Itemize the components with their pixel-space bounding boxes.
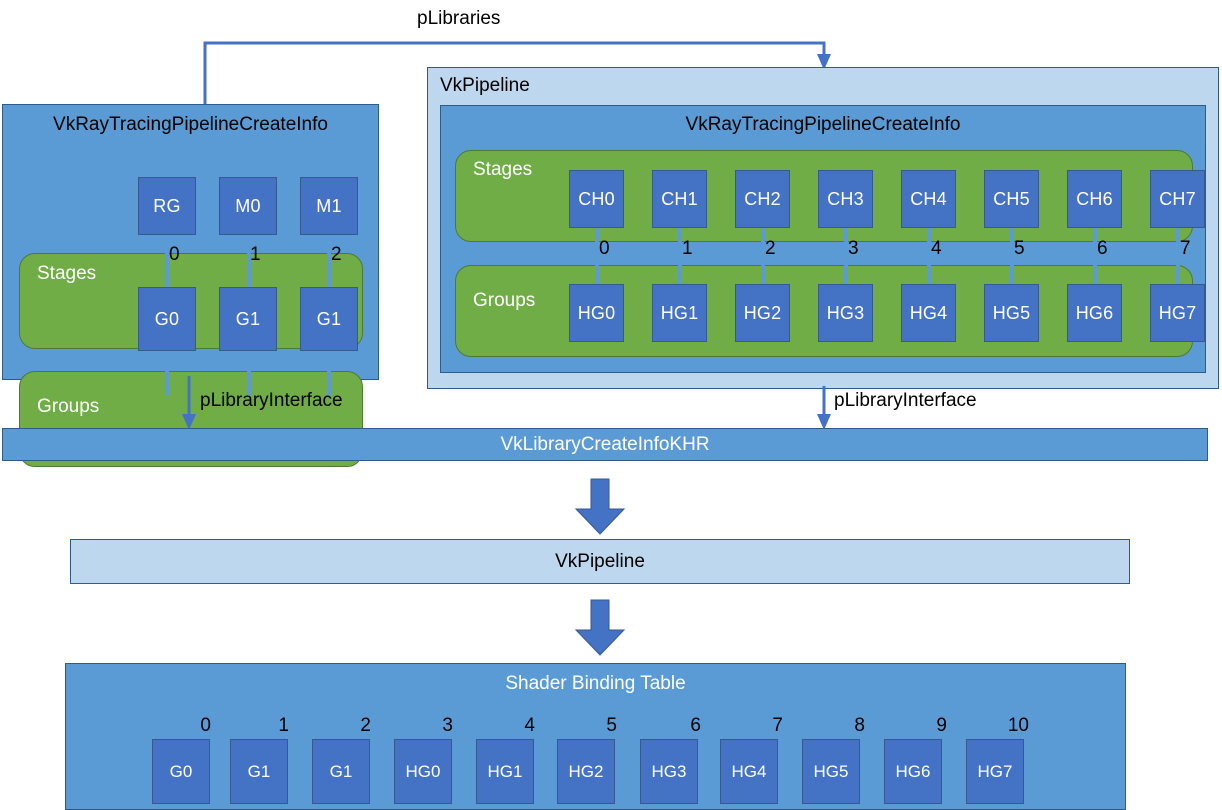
right-group-chip-3[interactable]: HG3	[818, 284, 873, 342]
left-index-0: 0	[169, 244, 180, 265]
right-link-7	[1176, 224, 1180, 292]
sbt-entry-8[interactable]: HG5	[802, 739, 860, 804]
left-index-1: 1	[250, 244, 261, 265]
sbt-entry-4[interactable]: HG1	[476, 739, 534, 804]
left-stage-chip-2[interactable]: M1	[300, 177, 358, 235]
right-group-chip-4[interactable]: HG4	[901, 284, 956, 342]
right-group-chip-0[interactable]: HG0	[569, 284, 624, 342]
right-group-chip-2[interactable]: HG2	[735, 284, 790, 342]
right-index-7: 7	[1180, 238, 1191, 259]
right-link-6	[1093, 224, 1097, 292]
right-link-4	[927, 224, 931, 292]
vklibrarycreateinfokhr-bar[interactable]: VkLibraryCreateInfoKHR	[2, 428, 1208, 461]
left-group-chip-1[interactable]: G1	[219, 287, 277, 351]
sbt-index-8: 8	[854, 715, 865, 736]
right-library-interface-arrow	[795, 386, 875, 438]
right-vkpipeline-title: VkPipeline	[440, 75, 530, 96]
left-library-interface-label: pLibraryInterface	[200, 390, 343, 411]
sbt-entry-6[interactable]: HG3	[640, 739, 698, 804]
right-index-4: 4	[931, 238, 942, 259]
left-stage-chip-0[interactable]: RG	[138, 177, 196, 235]
sbt-index-10: 10	[1007, 715, 1029, 736]
right-link-3	[844, 224, 848, 292]
left-library-interface-arrow	[160, 376, 240, 436]
vklibrarycreateinfokhr-label: VkLibraryCreateInfoKHR	[500, 433, 710, 455]
left-stage-chip-1[interactable]: M0	[219, 177, 277, 235]
sbt-entry-3[interactable]: HG0	[394, 739, 452, 804]
sbt-index-4: 4	[524, 715, 535, 736]
right-create-info-panel[interactable]: VkRayTracingPipelineCreateInfo Stages Gr…	[440, 105, 1206, 373]
right-groups-label: Groups	[473, 290, 536, 311]
right-index-0: 0	[599, 238, 610, 259]
sbt-entry-9[interactable]: HG6	[884, 739, 942, 804]
right-index-2: 2	[765, 238, 776, 259]
right-link-5	[1010, 224, 1014, 292]
right-vkpipeline-outer[interactable]: VkPipeline VkRayTracingPipelineCreateInf…	[427, 67, 1219, 389]
right-link-0	[595, 224, 599, 292]
right-index-6: 6	[1097, 238, 1108, 259]
shader-binding-table-title: Shader Binding Table	[505, 673, 686, 694]
right-group-chip-5[interactable]: HG5	[984, 284, 1039, 342]
sbt-index-2: 2	[360, 715, 371, 736]
sbt-index-7: 7	[772, 715, 783, 736]
left-index-2: 2	[331, 244, 342, 265]
sbt-index-5: 5	[606, 715, 617, 736]
plibraries-label: pLibraries	[417, 8, 501, 29]
right-stage-chip-5[interactable]: CH5	[984, 170, 1039, 228]
left-groups-label: Groups	[37, 396, 100, 417]
plibraries-connector	[0, 0, 1222, 130]
sbt-index-6: 6	[690, 715, 701, 736]
right-stage-chip-1[interactable]: CH1	[652, 170, 707, 228]
vkpipeline-result-label: VkPipeline	[555, 550, 645, 572]
sbt-entry-1[interactable]: G1	[230, 739, 288, 804]
sbt-index-9: 9	[936, 715, 947, 736]
right-stage-chip-7[interactable]: CH7	[1150, 170, 1205, 228]
right-stage-chip-2[interactable]: CH2	[735, 170, 790, 228]
right-stage-chip-6[interactable]: CH6	[1067, 170, 1122, 228]
sbt-entry-10[interactable]: HG7	[966, 739, 1024, 804]
right-group-chip-1[interactable]: HG1	[652, 284, 707, 342]
right-index-3: 3	[848, 238, 859, 259]
left-panel-title: VkRayTracingPipelineCreateInfo	[53, 114, 328, 135]
right-stage-chip-0[interactable]: CH0	[569, 170, 624, 228]
sbt-index-3: 3	[442, 715, 453, 736]
sbt-entry-7[interactable]: HG4	[720, 739, 778, 804]
shader-binding-table-panel[interactable]: Shader Binding Table 0 1 2 3 4 5 6 7 8 9…	[65, 663, 1126, 810]
vkpipeline-result-bar[interactable]: VkPipeline	[70, 539, 1130, 584]
left-stages-label: Stages	[37, 263, 97, 284]
right-group-chip-6[interactable]: HG6	[1067, 284, 1122, 342]
sbt-entry-2[interactable]: G1	[312, 739, 370, 804]
right-index-5: 5	[1014, 238, 1025, 259]
sbt-entry-0[interactable]: G0	[152, 739, 210, 804]
left-create-info-panel[interactable]: VkRayTracingPipelineCreateInfo Stages Gr…	[2, 104, 379, 467]
right-panel-title: VkRayTracingPipelineCreateInfo	[685, 114, 961, 135]
right-link-1	[678, 224, 682, 292]
sbt-index-0: 0	[200, 715, 211, 736]
right-stages-label: Stages	[473, 159, 533, 180]
sbt-index-1: 1	[278, 715, 289, 736]
right-stage-chip-4[interactable]: CH4	[901, 170, 956, 228]
right-index-1: 1	[682, 238, 693, 259]
block-arrow-to-sbt	[572, 599, 628, 656]
right-group-chip-7[interactable]: HG7	[1150, 284, 1205, 342]
right-library-interface-label: pLibraryInterface	[834, 390, 977, 411]
block-arrow-to-pipeline	[572, 478, 628, 535]
right-stage-chip-3[interactable]: CH3	[818, 170, 873, 228]
left-group-chip-2[interactable]: G1	[300, 287, 358, 351]
right-link-2	[761, 224, 765, 292]
left-group-chip-0[interactable]: G0	[138, 287, 196, 351]
sbt-entry-5[interactable]: HG2	[557, 739, 615, 804]
